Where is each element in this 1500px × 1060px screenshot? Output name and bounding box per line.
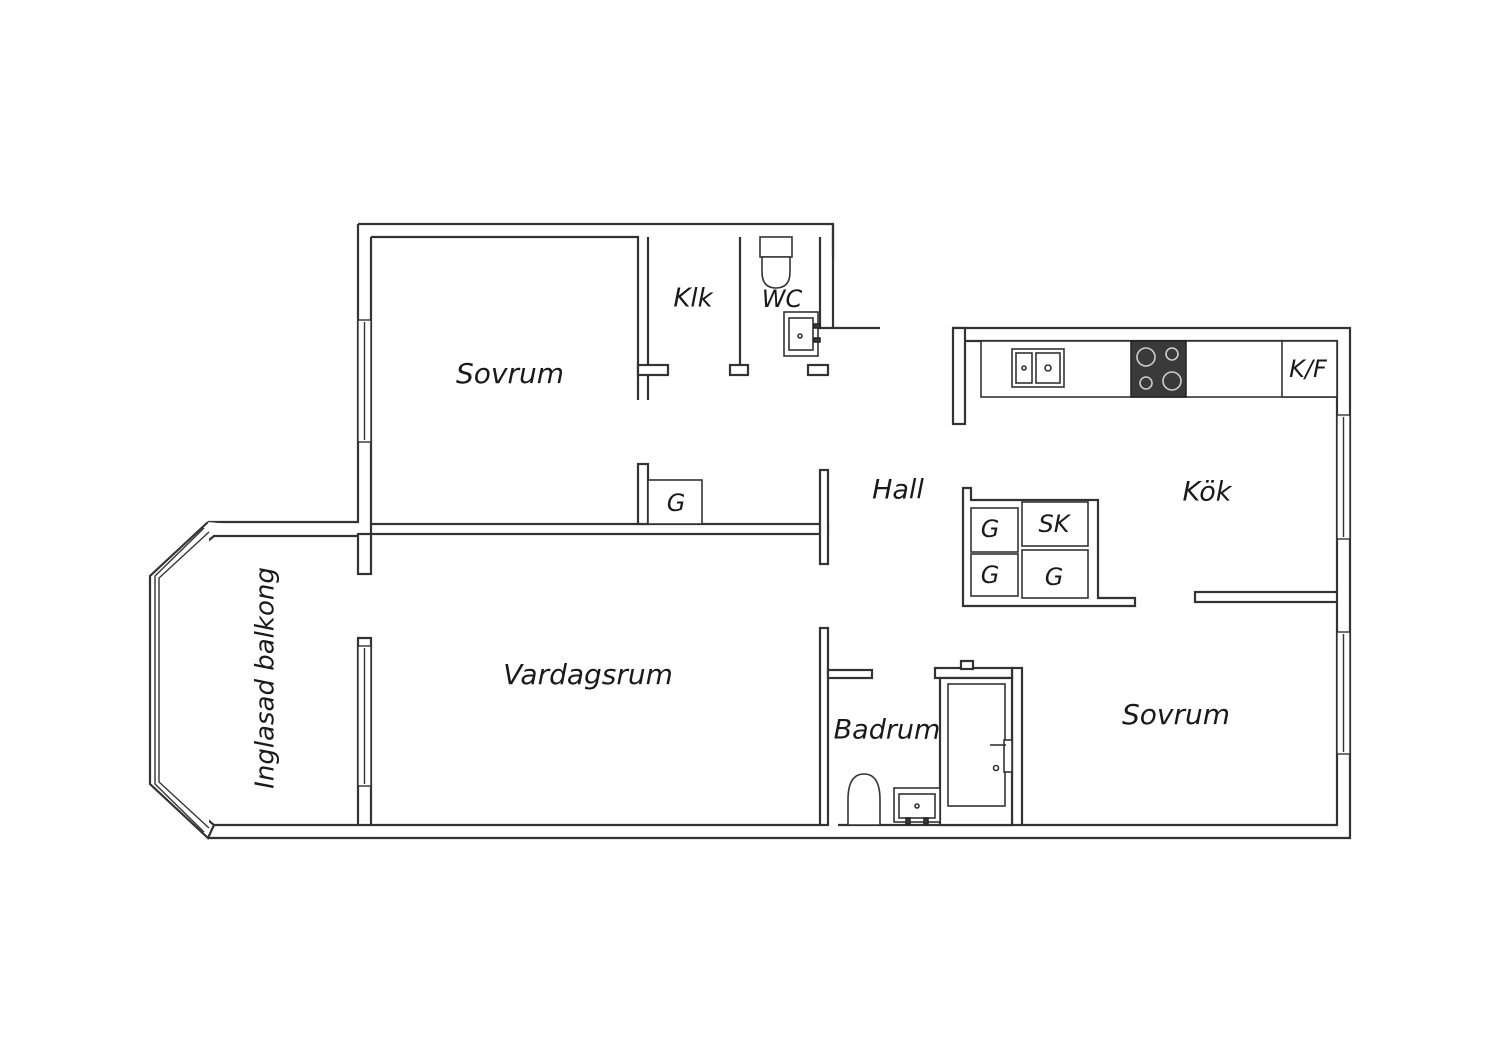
room-label-balkong: Inglasad balkong [251,567,281,789]
room-labels: Sovrum Klk WC Hall Kök K/F Inglasad balk… [251,284,1329,789]
room-label-wc: WC [762,285,803,313]
wc-fixtures [759,236,821,357]
storage-g3 [1021,549,1089,599]
storage-label-sk: SK [1039,510,1072,538]
kitchen-counter [980,340,1338,398]
room-label-sovrum-south: Sovrum [1122,698,1230,731]
room-label-kok: Kök [1183,477,1233,508]
room-label-sovrum-north: Sovrum [456,357,564,390]
windows [357,319,1351,787]
bathroom-fixtures [847,676,1014,827]
storage-sk [1021,501,1089,547]
room-label-klk: Klk [673,284,713,314]
glazed-balcony [148,521,358,840]
bathroom-toilet [847,773,881,826]
storage-label-g-1: G [981,515,1000,543]
room-label-badrum: Badrum [834,715,941,746]
storage-label-g-2: G [981,561,1000,589]
fridge-freezer [1281,340,1338,398]
wc-toilet-tank [759,236,793,258]
storage-label-g-3: G [1045,563,1064,591]
hall-storage [647,479,1137,608]
storage-g2 [970,553,1019,597]
wc-toilet-bowl [761,256,791,289]
storage-labels: G G SK G G [667,489,1072,591]
room-label-vardagsrum: Vardagsrum [503,658,673,691]
outer-walls [208,222,1352,840]
storage-label-g-hall: G [667,489,686,517]
room-label-hall: Hall [872,475,924,506]
room-label-kf: K/F [1289,355,1328,383]
storage-g1 [970,507,1019,553]
storage-hall [647,479,703,525]
